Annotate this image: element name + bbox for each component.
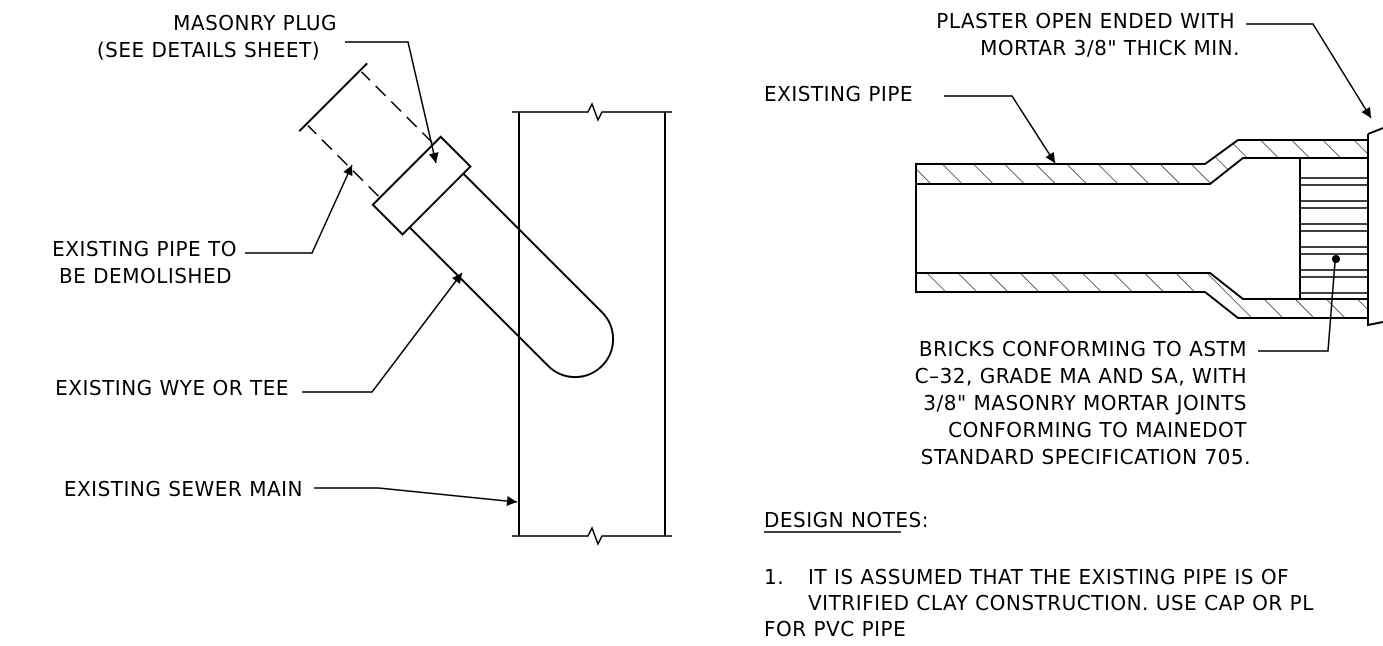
label-plaster: PLASTER OPEN ENDED WITH [936, 9, 1235, 33]
label-bricks-3: 3/8" MASONRY MORTAR JOINTS [923, 391, 1247, 415]
label-wye-tee: EXISTING WYE OR TEE [55, 376, 289, 400]
leader-masonry-plug [345, 41, 439, 164]
label-masonry-plug-ref: (SEE DETAILS SHEET) [97, 38, 320, 62]
label-sewer-main: EXISTING SEWER MAIN [64, 477, 303, 501]
label-bricks-1: BRICKS CONFORMING TO ASTM [919, 337, 1247, 361]
label-pipe-demolish: EXISTING PIPE TO [52, 237, 237, 261]
label-existing-pipe: EXISTING PIPE [764, 82, 913, 106]
sewer-main-section [512, 102, 672, 546]
leader-existing-pipe [944, 95, 1056, 164]
note-1-line-1: IT IS ASSUMED THAT THE EXISTING PIPE IS … [808, 565, 1289, 589]
label-bricks-2: C–32, GRADE MA AND SA, WITH [915, 364, 1247, 388]
leader-plaster [1246, 23, 1372, 119]
label-pipe-demolish-2: BE DEMOLISHED [59, 264, 232, 288]
note-1-line-3: FOR PVC PIPE [764, 617, 906, 641]
label-bricks-4: CONFORMING TO MAINEDOT [948, 418, 1247, 442]
design-notes: DESIGN NOTES: 1. IT IS ASSUMED THAT THE … [764, 508, 1314, 641]
label-plaster-2: MORTAR 3/8" THICK MIN. [980, 36, 1240, 60]
label-bricks-5: STANDARD SPECIFICATION 705. [921, 445, 1251, 469]
note-1-number: 1. [764, 565, 784, 589]
label-masonry-plug: MASONRY PLUG [173, 11, 337, 35]
leader-pipe-demolish [245, 164, 353, 254]
pipe-section [915, 127, 1383, 327]
design-notes-heading: DESIGN NOTES: [764, 508, 929, 532]
leader-bricks [1258, 255, 1340, 352]
note-1-line-2: VITRIFIED CLAY CONSTRUCTION. USE CAP OR … [808, 591, 1314, 615]
existing-wye-pipe [298, 62, 615, 379]
leader-wye-tee [302, 272, 463, 393]
leader-sewer-main [314, 487, 518, 506]
